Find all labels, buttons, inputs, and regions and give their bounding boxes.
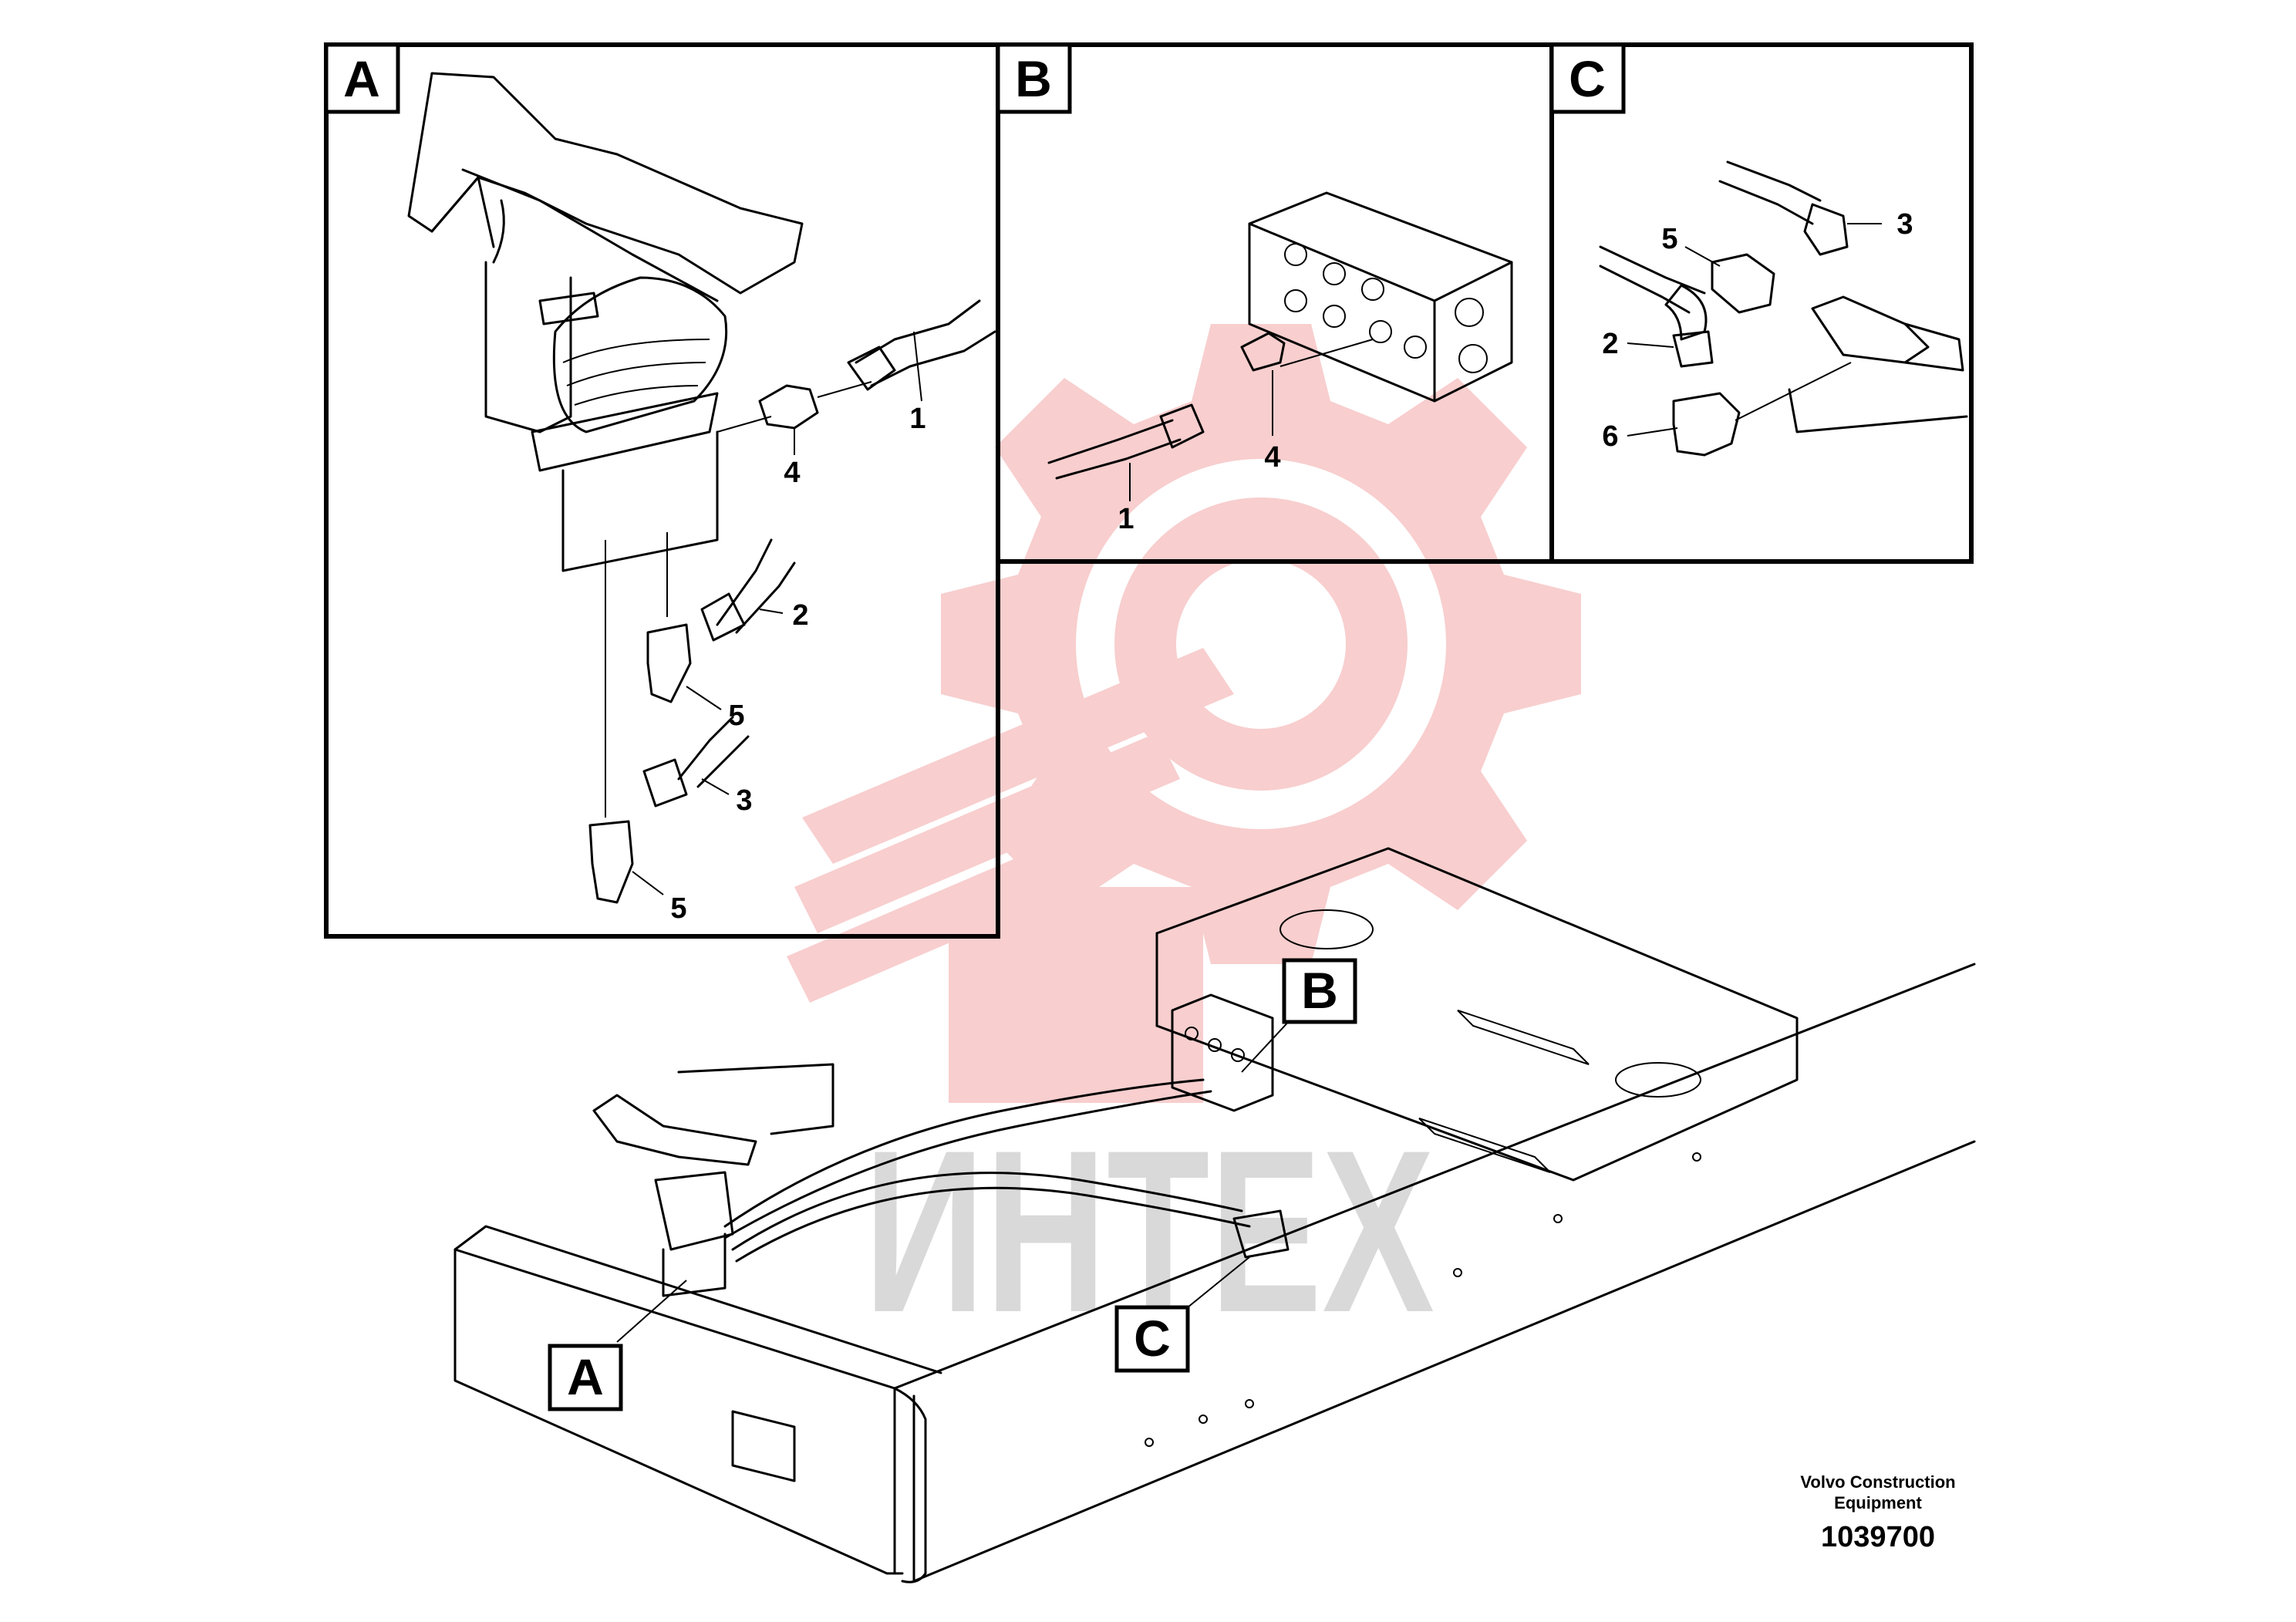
detail-a-pedal-valve bbox=[407, 72, 996, 904]
overview-chassis bbox=[453, 847, 1976, 1583]
callout-b-1: 1 bbox=[1118, 503, 1134, 535]
detail-b-callouts: 1 4 bbox=[1118, 370, 1281, 535]
callout-c-2: 2 bbox=[1602, 328, 1618, 360]
detail-b-valve-block bbox=[1047, 191, 1513, 480]
svg-text:C: C bbox=[1134, 1310, 1171, 1367]
callout-c-3: 3 bbox=[1896, 208, 1913, 241]
detail-tag-a: A bbox=[324, 42, 400, 114]
svg-text:A: A bbox=[343, 50, 380, 107]
watermark-gear-logo bbox=[787, 324, 1581, 1103]
callout-a-1: 1 bbox=[909, 403, 925, 435]
overview-tag-a: A bbox=[548, 1280, 687, 1411]
credit-line-1: Volvo Construction bbox=[1800, 1472, 1955, 1492]
detail-c-callouts: 3 5 2 6 bbox=[1602, 208, 1913, 453]
manufacturer-credit: Volvo Construction Equipment bbox=[1800, 1472, 1955, 1512]
detail-a-callouts: 1 4 2 5 3 5 bbox=[632, 331, 926, 925]
svg-text:B: B bbox=[1301, 962, 1338, 1019]
callout-a-5-top: 5 bbox=[728, 700, 744, 732]
svg-text:B: B bbox=[1015, 50, 1052, 107]
overview-tag-c: C bbox=[1114, 1256, 1250, 1373]
detail-frames bbox=[324, 42, 1974, 939]
detail-c-fittings bbox=[1599, 160, 1968, 457]
callout-b-4: 4 bbox=[1264, 441, 1280, 474]
callout-a-4: 4 bbox=[784, 457, 800, 489]
callout-a-2: 2 bbox=[792, 599, 808, 632]
callout-c-5: 5 bbox=[1661, 223, 1677, 255]
document-number: 1039700 bbox=[1821, 1521, 1935, 1553]
callout-c-6: 6 bbox=[1602, 420, 1618, 453]
overview-tag-b: B bbox=[1241, 958, 1357, 1073]
callout-a-3: 3 bbox=[736, 784, 752, 817]
callout-a-5-bottom: 5 bbox=[670, 892, 686, 925]
credit-line-2: Equipment bbox=[1834, 1493, 1922, 1512]
detail-tag-c: C bbox=[1549, 42, 1626, 114]
svg-text:A: A bbox=[567, 1348, 604, 1405]
detail-tag-b: B bbox=[996, 42, 1072, 114]
svg-text:C: C bbox=[1569, 50, 1606, 107]
